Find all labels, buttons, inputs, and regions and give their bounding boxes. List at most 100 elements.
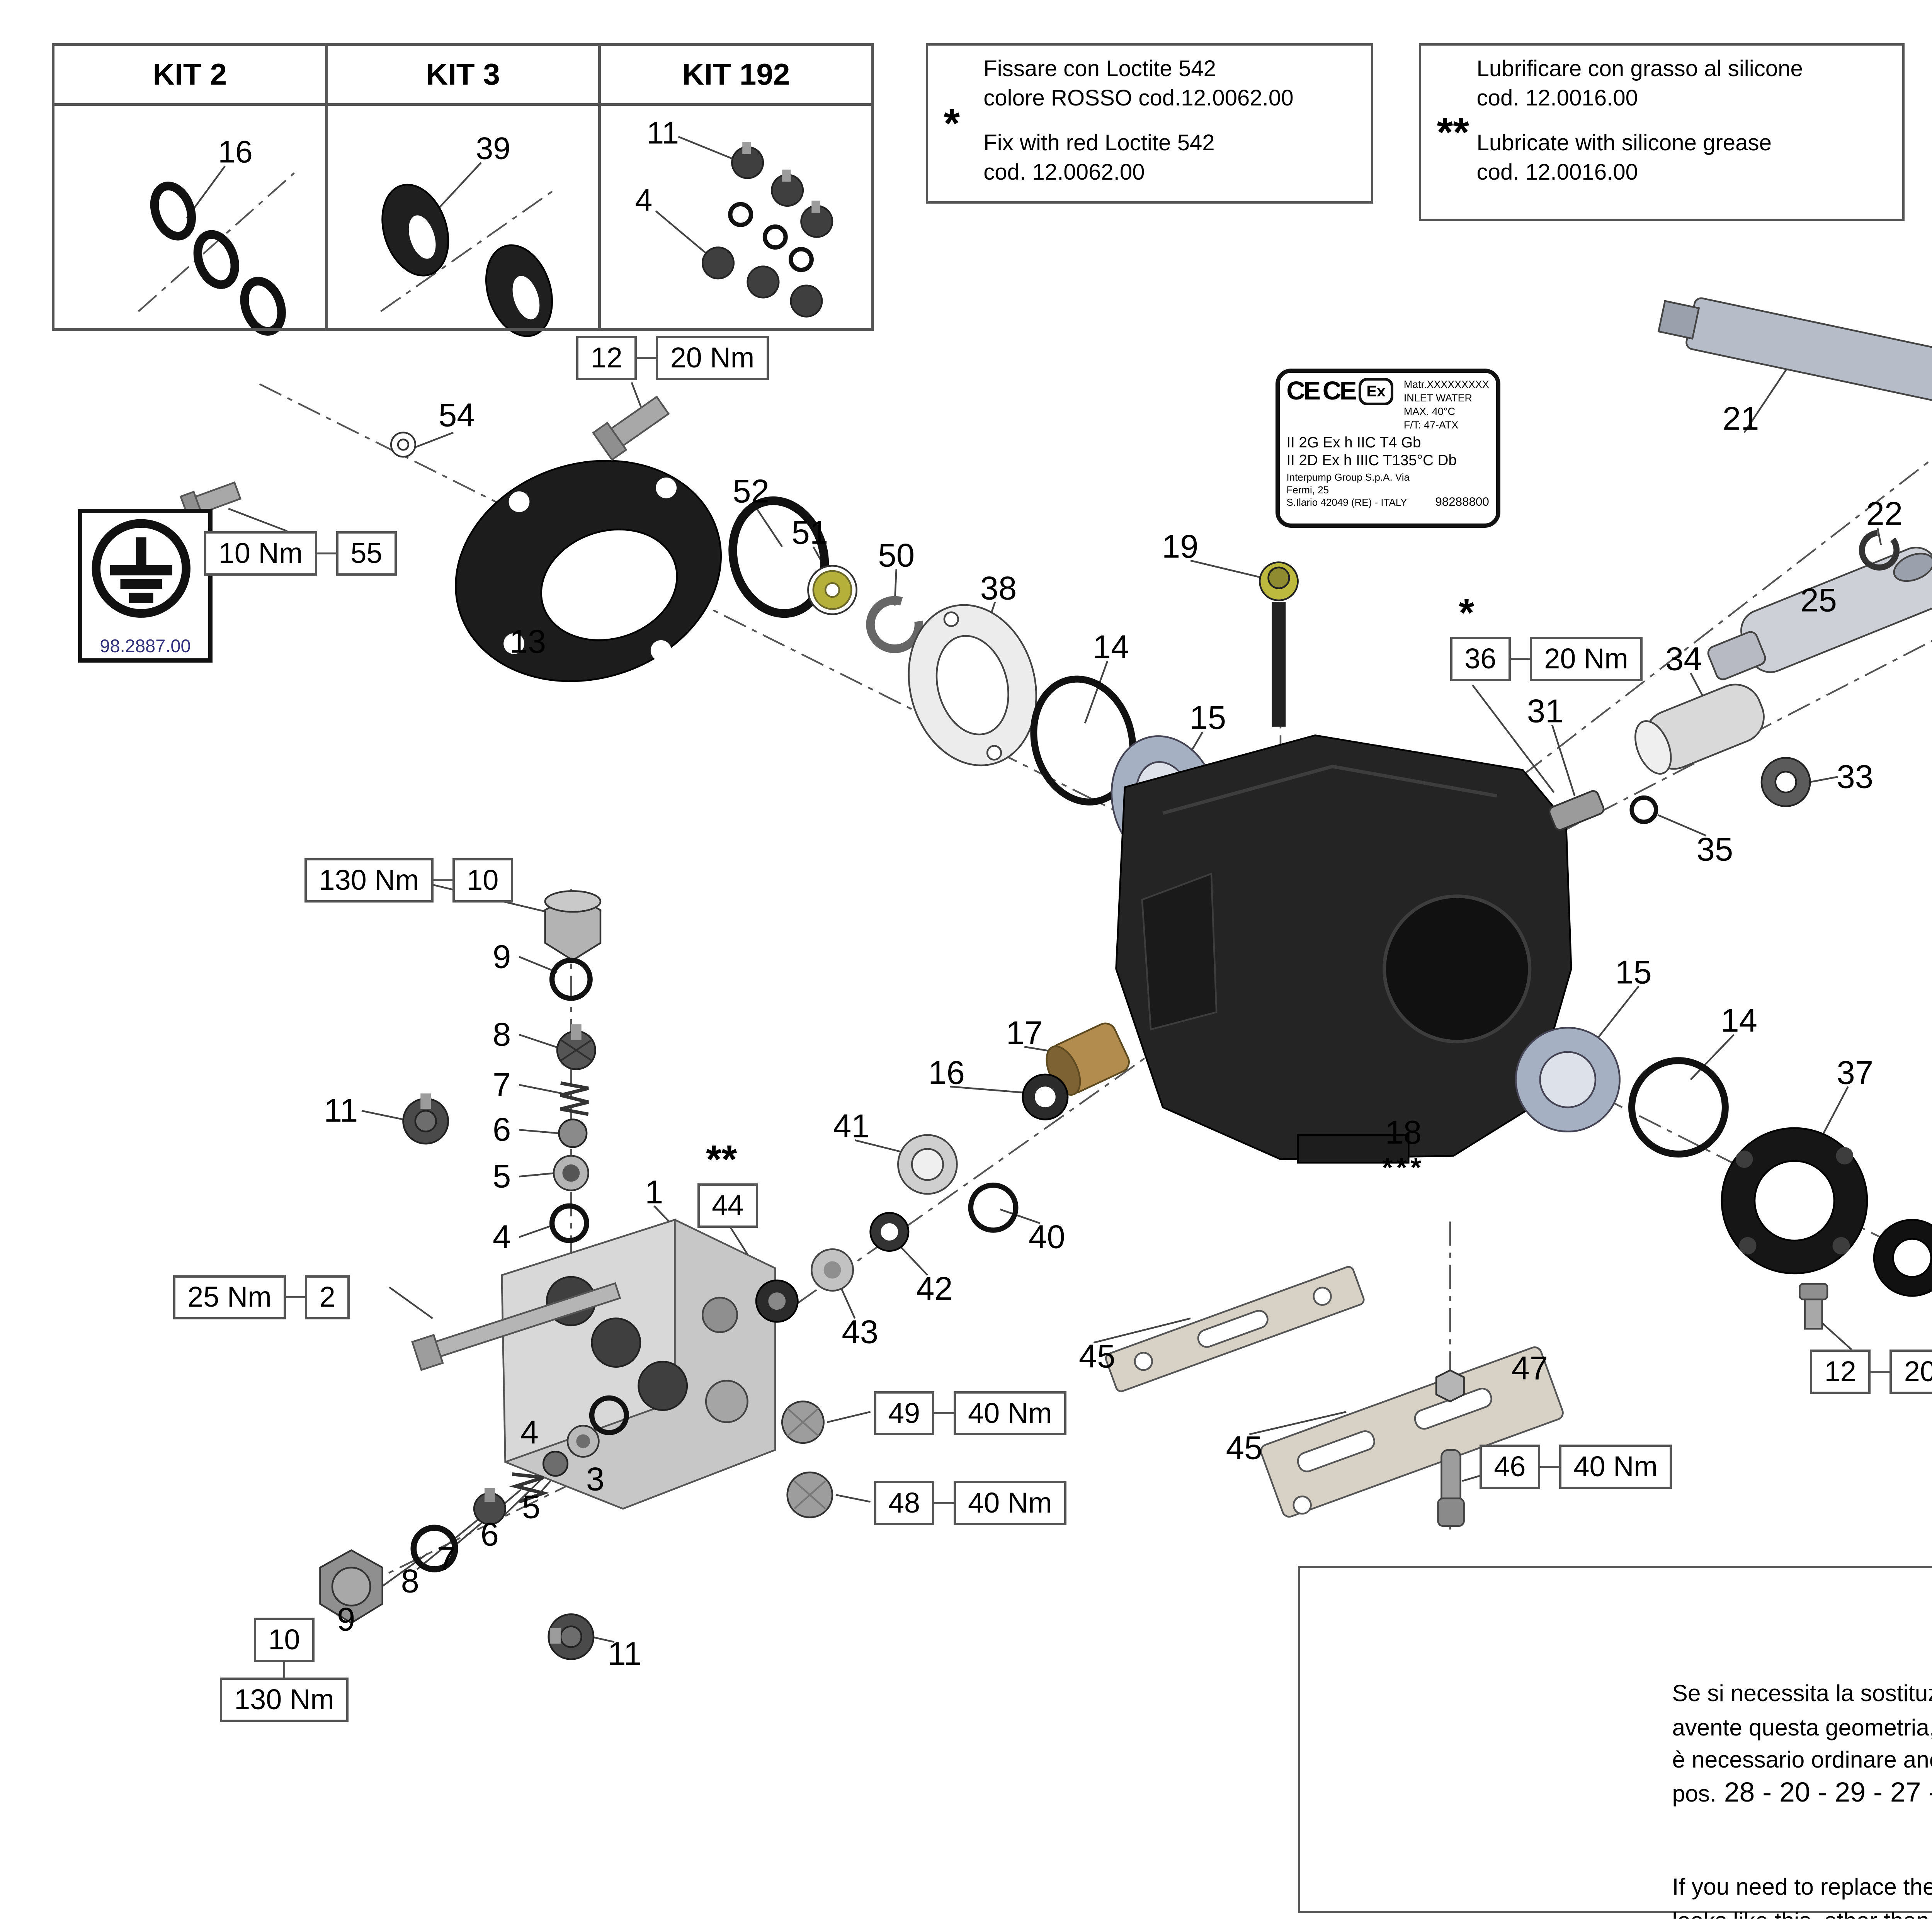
plug-49 bbox=[781, 1401, 825, 1444]
crankcase-note-it-list: 28 - 20 - 29 - 27 - 31 bbox=[1724, 1777, 1932, 1808]
crankcase-note-text: *** Se si necessita la sostituzione del … bbox=[1672, 1577, 1932, 1919]
atex-ex-hexagon-icon: Ex bbox=[1359, 378, 1394, 405]
bracket-45-b bbox=[1260, 1346, 1564, 1518]
o-ring-52 bbox=[728, 496, 829, 618]
ref-pair-12-20Nm: 12 20 Nm bbox=[576, 335, 769, 380]
note-marker-3: *** bbox=[1382, 1152, 1425, 1183]
valve-seat-5-top bbox=[553, 1155, 589, 1192]
valve-assy-11-top bbox=[402, 1093, 449, 1145]
membrane-51 bbox=[807, 565, 857, 615]
callout-9: 9 bbox=[493, 938, 511, 975]
note-marker-1: * bbox=[1459, 590, 1475, 635]
piston-guide-25 bbox=[1707, 546, 1932, 680]
kit-192-title: KIT 192 bbox=[601, 46, 872, 106]
o-ring-9-top bbox=[549, 957, 593, 1001]
crankcase-note-en-1: If you need to replace the crankcase tha… bbox=[1672, 1873, 1932, 1919]
callout-15: 15 bbox=[1189, 699, 1226, 736]
kit-part-label-11: 11 bbox=[646, 116, 679, 151]
ce-plate-atex-codes: II 2G Ex h IIC T4 Gb II 2D Ex h IIIC T13… bbox=[1286, 434, 1457, 469]
callout-6: 6 bbox=[480, 1516, 499, 1553]
dipstick-19 bbox=[1259, 561, 1299, 727]
washer-43 bbox=[811, 1248, 854, 1292]
grease-note-marker: ** bbox=[1437, 109, 1469, 155]
seal-42 bbox=[869, 1212, 910, 1252]
callout-25: 25 bbox=[1800, 582, 1837, 619]
callout-8: 8 bbox=[401, 1563, 420, 1600]
ref-pair-10Nm-55: 10 Nm 55 bbox=[204, 531, 397, 576]
ref-box-40Nm: 40 Nm bbox=[953, 1391, 1066, 1436]
ce-mark-icon-2: CE bbox=[1322, 376, 1357, 406]
ref-box-48: 48 bbox=[874, 1481, 935, 1526]
grease-note: ** Lubrificare con grasso al silicone co… bbox=[1419, 43, 1905, 221]
kit-3-title: KIT 3 bbox=[328, 46, 599, 106]
spring-7-top bbox=[560, 1081, 589, 1116]
ref-box-10Nm: 10 Nm bbox=[204, 531, 317, 576]
callout-9: 9 bbox=[337, 1601, 355, 1638]
ce-rating-plate: CE CE Ex Matr.XXXXXXXXX INLET WATER MAX.… bbox=[1275, 368, 1500, 528]
ref-box-20Nm: 20 Nm bbox=[656, 335, 769, 380]
ref-box-55: 55 bbox=[336, 531, 397, 576]
valve-assy-11-bottom bbox=[548, 1613, 595, 1660]
ce-plate-row1: CE CE Ex Matr.XXXXXXXXX INLET WATER MAX.… bbox=[1286, 378, 1489, 432]
o-ring-40 bbox=[968, 1182, 1019, 1233]
gasket-38 bbox=[908, 604, 1037, 767]
ref-box-49: 49 bbox=[874, 1391, 935, 1436]
ref-box-10: 10 bbox=[253, 1618, 315, 1662]
callout-8: 8 bbox=[493, 1016, 511, 1053]
ring-41 bbox=[897, 1134, 958, 1195]
ref-box-12: 12 bbox=[576, 335, 637, 380]
ref-pair-connector bbox=[1510, 658, 1530, 660]
plug-48 bbox=[786, 1471, 833, 1518]
callout-33: 33 bbox=[1837, 758, 1874, 795]
callout-35: 35 bbox=[1696, 831, 1733, 868]
kit-part-label-16: 16 bbox=[218, 134, 253, 170]
callout-45: 45 bbox=[1226, 1429, 1263, 1467]
bolt-2 bbox=[411, 1282, 621, 1371]
ref-pair-connector bbox=[934, 1502, 954, 1504]
callout-41: 41 bbox=[833, 1108, 870, 1145]
seal-44 bbox=[755, 1279, 799, 1323]
crankcase-18 bbox=[1115, 734, 1572, 1164]
bearing-cover-37 bbox=[1721, 1127, 1868, 1275]
callout-22: 22 bbox=[1866, 495, 1903, 532]
washer-54 bbox=[390, 432, 417, 458]
valve-disc-6-top bbox=[558, 1118, 588, 1148]
ref-pair-connector bbox=[934, 1412, 954, 1415]
ref-box-20Nm: 20 Nm bbox=[1529, 637, 1643, 681]
kit192-parts bbox=[701, 142, 833, 318]
valve-seat-5-bottom bbox=[566, 1424, 600, 1458]
callout-7: 7 bbox=[493, 1066, 511, 1103]
ref-box-130Nm: 130 Nm bbox=[304, 858, 434, 903]
ref-pair-49-40Nm: 49 40 Nm bbox=[874, 1391, 1066, 1436]
oil-seal-39 bbox=[1873, 1219, 1932, 1297]
callout-43: 43 bbox=[842, 1314, 879, 1351]
loctite-note-it: Fissare con Loctite 542 colore ROSSO cod… bbox=[983, 56, 1294, 111]
ground-symbol-plate: 98.2887.00 bbox=[78, 508, 213, 663]
callout-11: 11 bbox=[324, 1092, 358, 1129]
kits-panel: KIT 2 KIT 3 KIT 192 bbox=[52, 43, 874, 331]
ref-box-46: 46 bbox=[1479, 1445, 1540, 1489]
ref-box-25Nm: 25 Nm bbox=[173, 1275, 286, 1320]
callout-51: 51 bbox=[791, 514, 828, 551]
shaft-21 bbox=[1657, 297, 1932, 414]
callout-5: 5 bbox=[522, 1489, 541, 1526]
ref-box-36: 36 bbox=[1450, 637, 1511, 681]
callout-16: 16 bbox=[928, 1054, 965, 1091]
callout-14: 14 bbox=[1092, 629, 1129, 666]
ref-box-12: 12 bbox=[1810, 1350, 1871, 1394]
ref-pair-48-40Nm: 48 40 Nm bbox=[874, 1481, 1066, 1526]
snap-ring-50 bbox=[866, 596, 923, 653]
kit-192-cell: KIT 192 bbox=[601, 46, 872, 328]
note-marker-2: ** bbox=[706, 1137, 737, 1182]
ref-box-40Nm: 40 Nm bbox=[953, 1481, 1066, 1526]
o-ring-14-left bbox=[1030, 675, 1136, 806]
ref-pair-connector bbox=[283, 1662, 286, 1678]
callout-7: 7 bbox=[437, 1540, 456, 1577]
grease-note-it: Lubrificare con grasso al silicone cod. … bbox=[1476, 56, 1803, 111]
bracket-45-a bbox=[1105, 1266, 1365, 1392]
callout-19: 19 bbox=[1162, 528, 1199, 565]
callout-4: 4 bbox=[493, 1219, 511, 1256]
